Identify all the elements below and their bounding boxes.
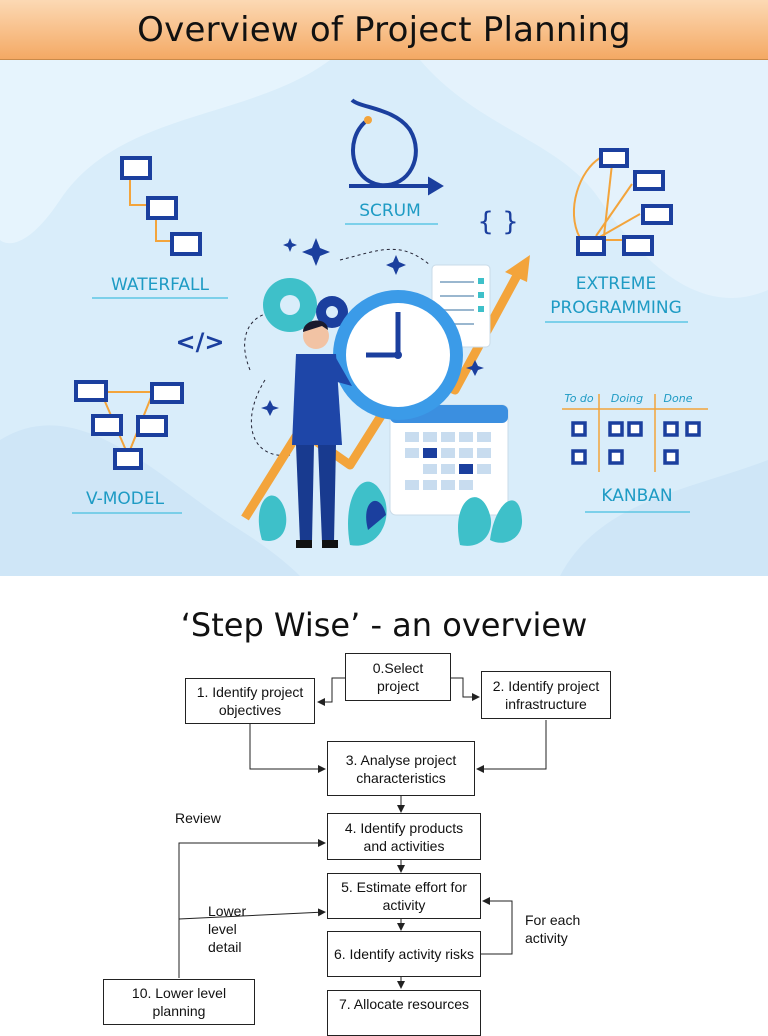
step-0-select-project: 0.Select project bbox=[345, 653, 451, 701]
lower-level-detail-label: Lower level detail bbox=[208, 903, 247, 955]
planning-figure-illustration bbox=[241, 238, 530, 548]
extreme-label-line1: EXTREME bbox=[576, 274, 656, 294]
for-each-activity-label: For each activity bbox=[525, 912, 581, 946]
extreme-programming-icon bbox=[572, 148, 673, 256]
step-5-estimate-effort: 5. Estimate effort for activity bbox=[327, 873, 481, 919]
kanban-board-icon: To do Doing Done bbox=[562, 392, 708, 472]
scrum-icon bbox=[349, 98, 444, 196]
methodology-illustration: WATERFALL SCRUM { } bbox=[0, 60, 768, 576]
kanban-label: KANBAN bbox=[601, 486, 672, 506]
stepwise-title: ‘Step Wise’ - an overview bbox=[180, 606, 588, 644]
review-label: Review bbox=[175, 810, 221, 826]
step-7-allocate-resources: 7. Allocate resources bbox=[327, 990, 481, 1036]
kanban-col-todo: To do bbox=[564, 392, 594, 405]
braces-icon: { } bbox=[477, 207, 518, 237]
step-4-identify-products: 4. Identify products and activities bbox=[327, 813, 481, 860]
waterfall-label: WATERFALL bbox=[111, 275, 209, 295]
v-model-icon bbox=[74, 380, 184, 470]
code-tag-icon: </> bbox=[176, 328, 225, 356]
step-2-identify-infrastructure: 2. Identify project infrastructure bbox=[481, 671, 611, 719]
step-3-analyse-characteristics: 3. Analyse project characteristics bbox=[327, 741, 475, 796]
kanban-col-doing: Doing bbox=[611, 392, 643, 405]
kanban-col-done: Done bbox=[664, 392, 693, 405]
step-1-identify-objectives: 1. Identify project objectives bbox=[185, 678, 315, 724]
vmodel-label: V-MODEL bbox=[86, 489, 165, 509]
waterfall-icon bbox=[120, 156, 202, 256]
step-10-lower-level-planning: 10. Lower level planning bbox=[103, 979, 255, 1025]
step-6-identify-risks: 6. Identify activity risks bbox=[327, 931, 481, 977]
stepwise-connectors bbox=[178, 677, 547, 989]
extreme-label-line2: PROGRAMMING bbox=[550, 298, 682, 318]
illustration-svg: WATERFALL SCRUM { } bbox=[0, 60, 768, 576]
scrum-label: SCRUM bbox=[359, 201, 421, 221]
page-title: Overview of Project Planning bbox=[137, 9, 631, 50]
title-banner: Overview of Project Planning bbox=[0, 0, 768, 60]
